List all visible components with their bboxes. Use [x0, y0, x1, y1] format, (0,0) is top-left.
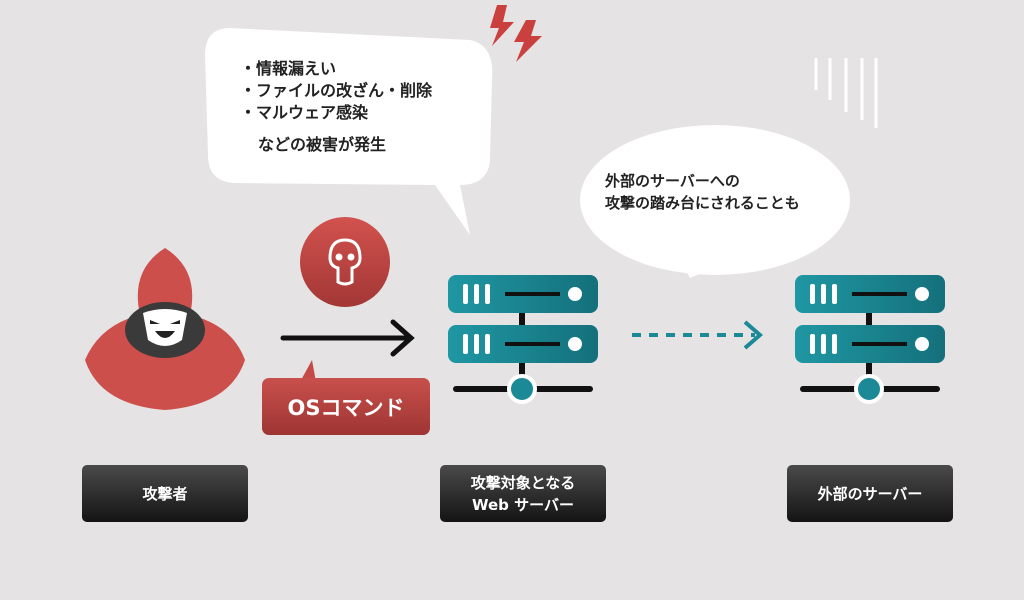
damage-footer: などの被害が発生	[258, 135, 387, 154]
skull-icon	[300, 217, 390, 307]
springboard-line-1: 外部のサーバーへの	[605, 172, 740, 190]
damage-speech-bubble	[205, 28, 493, 235]
springboard-text: 外部のサーバーへの 攻撃の踏み台にされることも	[605, 170, 800, 214]
damage-list: ・情報漏えい ・ファイルの改ざん・削除 ・マルウェア感染 などの被害が発生	[240, 58, 432, 156]
dashed-arrow	[632, 320, 764, 350]
springboard-speech-bubble	[580, 125, 850, 278]
hacker-icon	[85, 248, 245, 410]
target-server-label: 攻撃対象となる Web サーバー	[440, 465, 606, 522]
lightning-icon	[490, 5, 542, 62]
damage-item: ・マルウェア感染	[240, 103, 369, 122]
damage-item: ・ファイルの改ざん・削除	[240, 81, 433, 100]
external-server-icon	[795, 275, 945, 402]
target-server-icon	[448, 275, 598, 404]
os-command-label: OSコマンド	[262, 378, 430, 435]
external-server-label: 外部のサーバー	[787, 465, 953, 522]
attack-arrow	[280, 319, 415, 357]
attacker-label: 攻撃者	[82, 465, 248, 522]
impact-lines-icon	[814, 58, 878, 128]
damage-item: ・情報漏えい	[240, 59, 337, 78]
springboard-line-2: 攻撃の踏み台にされることも	[605, 194, 800, 212]
